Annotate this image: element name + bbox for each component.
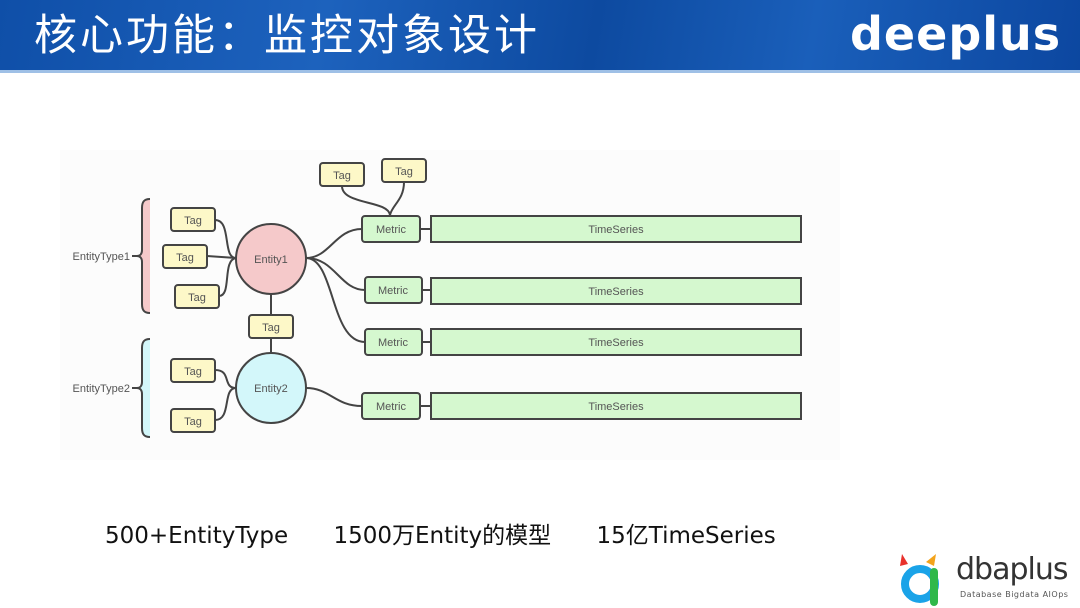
svg-text:TimeSeries: TimeSeries (588, 337, 644, 349)
connector (305, 257, 366, 291)
svg-text:Tag: Tag (188, 292, 206, 304)
entity1-node: Entity1 (235, 223, 307, 295)
metric-node: Metric (361, 215, 421, 243)
tag-node: Tag (162, 244, 208, 269)
svg-text:TimeSeries: TimeSeries (588, 286, 644, 298)
connector (389, 181, 405, 216)
tag-node: Tag (170, 408, 216, 433)
entity2-node: Entity2 (235, 352, 307, 424)
entitytype2-label: EntityType2 (73, 383, 130, 395)
tag-node: Tag (170, 207, 216, 232)
svg-text:Metric: Metric (376, 224, 406, 236)
connector (341, 185, 391, 216)
svg-text:Tag: Tag (184, 416, 202, 428)
svg-text:Tag: Tag (184, 215, 202, 227)
connector (214, 387, 237, 421)
tag-node: Tag (174, 284, 220, 309)
svg-text:Metric: Metric (376, 401, 406, 413)
timeseries-node: TimeSeries (430, 392, 802, 420)
header-bar (0, 0, 1080, 70)
tag-node: Tag (381, 158, 427, 183)
timeseries-node: TimeSeries (430, 328, 802, 356)
svg-text:TimeSeries: TimeSeries (588, 401, 644, 413)
stat-timeseries: 15亿TimeSeries (596, 523, 776, 549)
svg-text:Metric: Metric (378, 337, 408, 349)
timeseries-node: TimeSeries (430, 277, 802, 305)
connector (305, 257, 366, 343)
header-divider (0, 70, 1080, 73)
deeplus-logo: deeplus (850, 7, 1062, 61)
svg-text:Tag: Tag (184, 366, 202, 378)
svg-text:Tag: Tag (395, 166, 413, 178)
connector (218, 257, 237, 297)
metric-node: Metric (361, 392, 421, 420)
tag-node: Tag (248, 314, 294, 339)
dbaplus-wordmark: dbaplus (956, 552, 1068, 587)
connector (206, 255, 237, 259)
metric-node: Metric (364, 328, 423, 356)
footer-stats: 500+EntityType 1500万Entity的模型 15亿TimeSer… (105, 516, 814, 550)
svg-text:Entity2: Entity2 (254, 383, 288, 395)
entitytype1-brace (137, 199, 150, 313)
entitytype2-brace (137, 339, 150, 437)
stat-entity: 1500万Entity的模型 (333, 523, 552, 549)
tag-node: Tag (170, 358, 216, 383)
svg-text:Tag: Tag (333, 170, 351, 182)
tag-node: Tag (319, 162, 365, 187)
svg-text:Metric: Metric (378, 285, 408, 297)
connector (214, 219, 237, 259)
timeseries-node: TimeSeries (430, 215, 802, 243)
svg-text:Tag: Tag (176, 252, 194, 264)
svg-text:Entity1: Entity1 (254, 254, 288, 266)
svg-text:Tag: Tag (262, 322, 280, 334)
connector (214, 369, 237, 389)
dbaplus-tagline: Database Bigdata AIOps (960, 590, 1069, 599)
slide-title: 核心功能：监控对象设计 (34, 11, 540, 61)
metric-node: Metric (364, 276, 423, 304)
dbaplus-logo: dbaplus Database Bigdata AIOps (896, 550, 1076, 606)
entitytype1-label: EntityType1 (73, 251, 130, 263)
svg-text:TimeSeries: TimeSeries (588, 224, 644, 236)
connector (305, 228, 363, 259)
stat-entitytype: 500+EntityType (105, 523, 289, 549)
monitoring-object-diagram: EntityType1 EntityType2 Tag Tag Tag Tag … (60, 150, 840, 460)
dbaplus-mark-icon (900, 554, 939, 606)
connector (305, 387, 363, 407)
